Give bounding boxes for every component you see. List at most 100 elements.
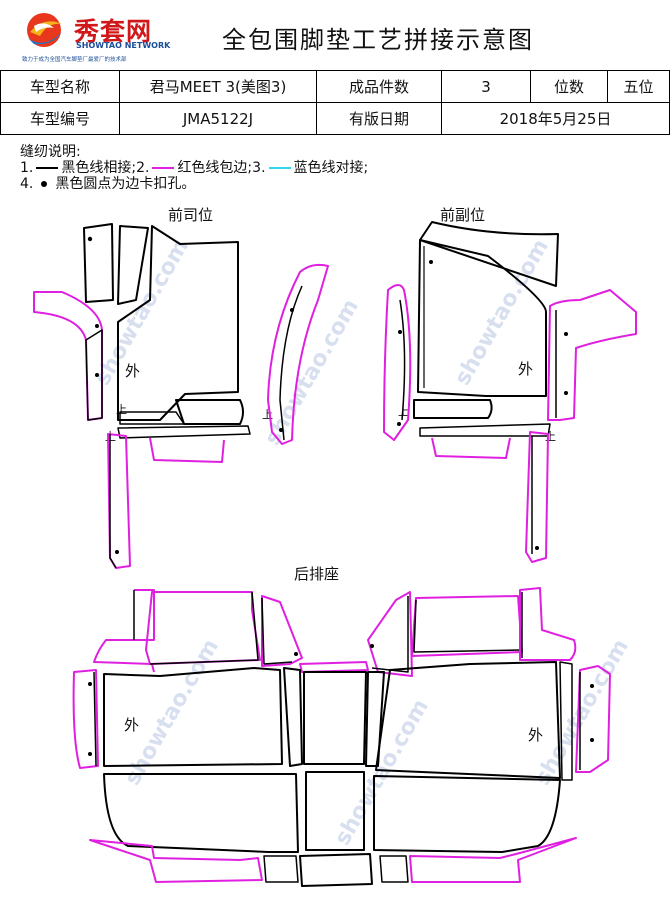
- note-text: 黑色线相接;: [61, 160, 137, 176]
- clip-hole-dot: [95, 373, 99, 377]
- mat-piece: [365, 671, 385, 767]
- logo-tagline: 致力于成为全国汽车脚垫厂最爱厂的技术部: [22, 57, 127, 63]
- date-label: 有版日期: [316, 102, 442, 135]
- clip-hole-dot: [398, 330, 402, 334]
- mat-piece: [107, 433, 131, 569]
- mat-piece: [519, 587, 577, 661]
- header: 秀套网 SHOWTAO NETWORK 致力于成为全国汽车脚垫厂最爱厂的技术部 …: [0, 0, 670, 71]
- mat-piece: [149, 591, 259, 665]
- mat-piece: [83, 223, 114, 303]
- clip-hole-dot: [429, 260, 433, 264]
- rear-mat-group: [72, 587, 611, 887]
- logo-swirl-icon: [27, 13, 62, 47]
- clip-hole-dot: [590, 684, 594, 688]
- driver-mat-group: [33, 223, 329, 569]
- clip-hole-dot: [590, 738, 594, 742]
- mat-piece: [417, 239, 547, 397]
- clip-hole-dot: [87, 236, 93, 242]
- clip-hole-dot: [279, 428, 283, 432]
- mat-piece: [103, 667, 283, 767]
- note-number: 2.: [136, 160, 150, 176]
- clip-hole-dot: [88, 682, 92, 686]
- logo-subtitle: SHOWTAO NETWORK: [76, 41, 171, 50]
- clip-hole-dot: [564, 391, 568, 395]
- mat-piece: [379, 855, 409, 883]
- passenger-mat-group: [383, 221, 637, 563]
- table-row: 车型名称 君马MEET 3(美图3) 成品件数 3 位数 五位: [0, 70, 670, 103]
- mat-piece: [399, 299, 406, 421]
- clip-hole-dot: [294, 652, 298, 656]
- mat-piece: [419, 221, 559, 287]
- model-code-label: 车型编号: [0, 102, 120, 135]
- outer-side-label: 外: [518, 360, 534, 378]
- clip-hole-dot: [115, 550, 119, 554]
- clip-hole-dot: [535, 546, 539, 550]
- clip-hole-dot: [564, 332, 568, 336]
- mat-piece: [367, 591, 413, 677]
- clip-hole-dot: [397, 422, 401, 426]
- mat-piece: [261, 597, 293, 665]
- mat-piece: [431, 437, 511, 459]
- clip-hole-dot: [88, 752, 92, 756]
- note-text: 黑色圆点为边卡扣孔。: [55, 176, 196, 192]
- mat-piece: [72, 669, 99, 769]
- mat-piece: [525, 431, 549, 563]
- notes-line-2: 4.黑色圆点为边卡扣孔。: [20, 176, 368, 192]
- logo: 秀套网 SHOWTAO NETWORK 致力于成为全国汽车脚垫厂最爱厂的技术部: [22, 10, 182, 63]
- logo-brand: 秀套网: [74, 17, 153, 46]
- mat-piece: [267, 263, 329, 445]
- mat-piece: [413, 399, 493, 419]
- note-text: 红色线包边;: [177, 160, 253, 176]
- rear-seat-label: 后排座: [294, 565, 340, 583]
- mat-piece: [299, 661, 369, 673]
- seats-label: 位数: [530, 70, 608, 103]
- mat-piece: [371, 596, 409, 673]
- date-value: 2018年5月25日: [441, 102, 670, 135]
- mat-piece: [263, 855, 299, 883]
- info-table: 车型名称 君马MEET 3(美图3) 成品件数 3 位数 五位 车型编号 JMA…: [0, 70, 670, 135]
- mat-piece: [375, 661, 561, 779]
- mat-piece: [33, 291, 103, 421]
- mat-piece: [283, 667, 303, 767]
- mat-piece: [305, 771, 365, 851]
- clip-hole-dot: [370, 644, 374, 648]
- mat-piece: [93, 589, 155, 673]
- note-number: 1.: [20, 160, 34, 176]
- seats-value: 五位: [607, 70, 670, 103]
- note-number: 3.: [252, 160, 266, 176]
- mat-piece: [383, 284, 412, 441]
- passenger-seat-label: 前副位: [440, 206, 486, 224]
- mat-piece: [547, 289, 637, 421]
- mat-piece: [93, 671, 97, 767]
- mat-piece: [89, 839, 263, 883]
- mat-piece: [409, 837, 577, 883]
- table-row: 车型编号 JMA5122J 有版日期 2018年5月25日: [0, 102, 670, 135]
- mat-piece: [85, 329, 103, 421]
- red-line-swatch: [152, 167, 175, 169]
- black-line-swatch: [36, 167, 59, 169]
- page-title: 全包围脚垫工艺拼接示意图: [222, 26, 534, 54]
- note-text: 蓝色线对接;: [293, 160, 369, 176]
- mat-piece: [175, 399, 244, 425]
- clip-hole-dot: [95, 324, 99, 328]
- mat-piece: [117, 225, 239, 421]
- mat-piece: [411, 595, 523, 657]
- mat-piece: [299, 853, 373, 887]
- model-code-value: JMA5122J: [119, 102, 317, 135]
- up-marker: 上: [116, 403, 127, 416]
- mat-piece: [575, 665, 611, 773]
- outer-side-label: 外: [124, 716, 140, 734]
- notes-heading: 缝纫说明:: [20, 144, 81, 160]
- mat-piece: [279, 285, 303, 441]
- mat-piece: [119, 411, 185, 425]
- outer-side-label: 外: [528, 726, 544, 744]
- count-label: 成品件数: [316, 70, 442, 103]
- up-marker: 上: [545, 430, 556, 443]
- mat-piece: [303, 671, 367, 765]
- notes-line-1: 1. 黑色线相接;2. 红色线包边;3. 蓝色线对接;: [20, 160, 368, 176]
- outer-side-label: 外: [125, 362, 141, 380]
- clip-hole-dot: [290, 308, 294, 312]
- mat-piece: [149, 437, 225, 463]
